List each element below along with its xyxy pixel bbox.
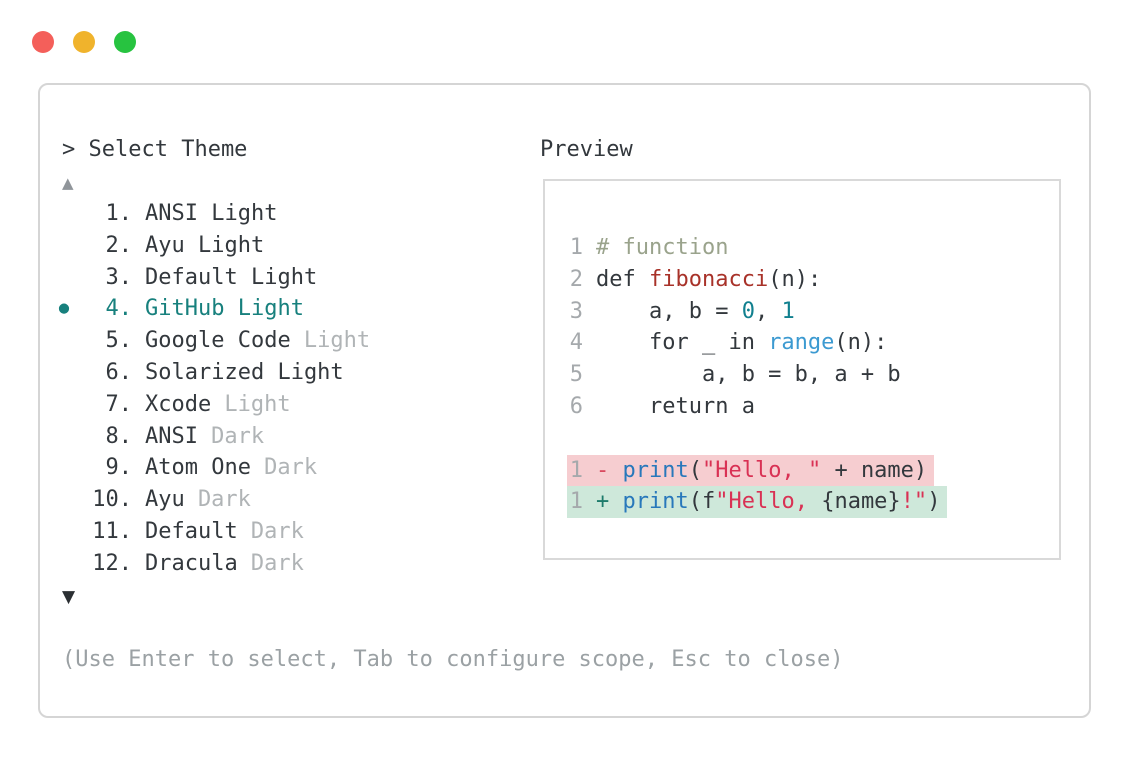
selected-bullet-icon: ● [58, 298, 70, 319]
minimize-button-icon[interactable] [73, 31, 95, 53]
theme-item-name: Ayu Light [145, 232, 265, 258]
theme-list-item[interactable]: 5. Google Code Light [54, 325, 371, 357]
code-text: a, b = b, a + b [596, 362, 901, 388]
line-number: 5 [569, 362, 583, 388]
theme-list-item[interactable]: 9. Atom One Dark [54, 452, 370, 484]
code-text: a, b = 0, 1 [596, 298, 795, 324]
theme-list-item[interactable]: 11. Default Dark [54, 516, 370, 548]
theme-list-item[interactable]: 2. Ayu Light [54, 230, 370, 262]
theme-item-name: Xcode [145, 391, 212, 417]
theme-item-variant: Dark [264, 455, 318, 481]
theme-item-number: 9. [105, 455, 133, 481]
code-lines: 1 # function 2 def fibonacci(n): 3 a, b = 0,… [545, 232, 1059, 519]
scroll-down-icon[interactable]: ▼ [62, 587, 76, 607]
code-text: # function [596, 235, 729, 260]
line-number: 6 [569, 393, 583, 419]
theme-item-number: 5. [105, 328, 133, 354]
diff-added-highlight: 1 + print(f"Hello, {name}!") [567, 486, 948, 519]
theme-list-item[interactable]: 8. ANSI Dark [54, 421, 370, 453]
close-button-icon[interactable] [32, 31, 54, 53]
theme-item-number: 8. [105, 423, 133, 449]
theme-item-name: Google Code [145, 328, 291, 354]
theme-item-name: Dracula [145, 550, 238, 576]
theme-list-item[interactable]: 12. Dracula Dark [54, 548, 370, 580]
code-line: 6 return a [545, 391, 1059, 423]
theme-item-name: Ayu [145, 487, 185, 513]
theme-item-name: Default Light [145, 264, 318, 290]
code-text: + print(f"Hello, {name}!") [596, 489, 941, 515]
code-text: def fibonacci(n): [596, 266, 822, 292]
theme-list-item[interactable]: 1. ANSI Light [54, 198, 370, 230]
theme-item-variant: Dark [197, 487, 251, 513]
theme-item-variant: Dark [250, 518, 304, 544]
theme-item-name: Atom One [145, 455, 251, 481]
theme-list-item[interactable]: 3. Default Light [54, 262, 370, 294]
theme-list-item[interactable]: 7. Xcode Light [54, 389, 370, 421]
line-number: 1 [569, 457, 583, 483]
theme-item-number: 12. [92, 550, 132, 576]
code-text: - print("Hello, " + name) [596, 457, 928, 483]
code-line: 3 a, b = 0, 1 [545, 296, 1059, 328]
code-line: 4 for _ in range(n): [545, 327, 1059, 359]
theme-item-variant: Light [303, 328, 371, 354]
code-line: 1 # function [545, 232, 1059, 264]
preview-title: Preview [540, 137, 633, 162]
theme-list-item[interactable]: 10. Ayu Dark [54, 484, 370, 516]
theme-item-variant: Light [224, 391, 291, 417]
theme-item-name: ANSI [145, 423, 198, 449]
line-number: 4 [569, 330, 583, 356]
window-controls [32, 31, 136, 53]
line-number: 1 [569, 235, 583, 260]
theme-list-item[interactable]: 6. Solarized Light [54, 357, 370, 389]
theme-list-item[interactable]: ● 4. GitHub Light [54, 293, 370, 325]
theme-item-number: 4. [105, 296, 133, 322]
theme-item-name: ANSI Light [145, 201, 278, 226]
code-line: 2 def fibonacci(n): [545, 264, 1059, 296]
theme-item-number: 7. [105, 391, 133, 417]
theme-item-number: 2. [105, 232, 133, 258]
code-line [545, 423, 1059, 455]
zoom-button-icon[interactable] [114, 31, 136, 53]
theme-item-name: Default [145, 518, 238, 544]
diff-removed-line: 1 - print("Hello, " + name) [545, 454, 1059, 487]
theme-item-number: 1. [105, 201, 133, 226]
line-number: 1 [569, 489, 583, 515]
theme-item-number: 6. [105, 359, 133, 385]
code-preview-pane: 1 # function 2 def fibonacci(n): 3 a, b = 0,… [543, 179, 1061, 560]
scroll-up-icon[interactable]: ▲ [62, 174, 74, 192]
theme-item-number: 3. [105, 264, 133, 290]
theme-item-name: GitHub Light [145, 296, 304, 322]
line-number: 3 [569, 298, 583, 324]
diff-added-line: 1 + print(f"Hello, {name}!") [545, 486, 1059, 519]
code-text: for _ in range(n): [596, 330, 888, 356]
theme-item-variant: Dark [211, 423, 265, 449]
theme-item-number: 11. [92, 518, 132, 544]
line-number: 2 [569, 266, 583, 292]
code-line: 5 a, b = b, a + b [545, 359, 1059, 391]
code-text: return a [596, 393, 755, 419]
theme-picker-panel: > Select Theme Preview ▲ 1. ANSI Light 2. A… [38, 83, 1091, 718]
theme-item-number: 10. [92, 487, 132, 513]
theme-item-name: Solarized Light [145, 359, 344, 385]
theme-item-variant: Dark [250, 550, 304, 576]
keyboard-hint: (Use Enter to select, Tab to configure s… [62, 647, 844, 672]
select-theme-prompt: > Select Theme [62, 137, 248, 162]
theme-list: 1. ANSI Light 2. Ayu Light 3. Default Light ● 4… [54, 198, 370, 580]
diff-removed-highlight: 1 - print("Hello, " + name) [567, 454, 935, 487]
